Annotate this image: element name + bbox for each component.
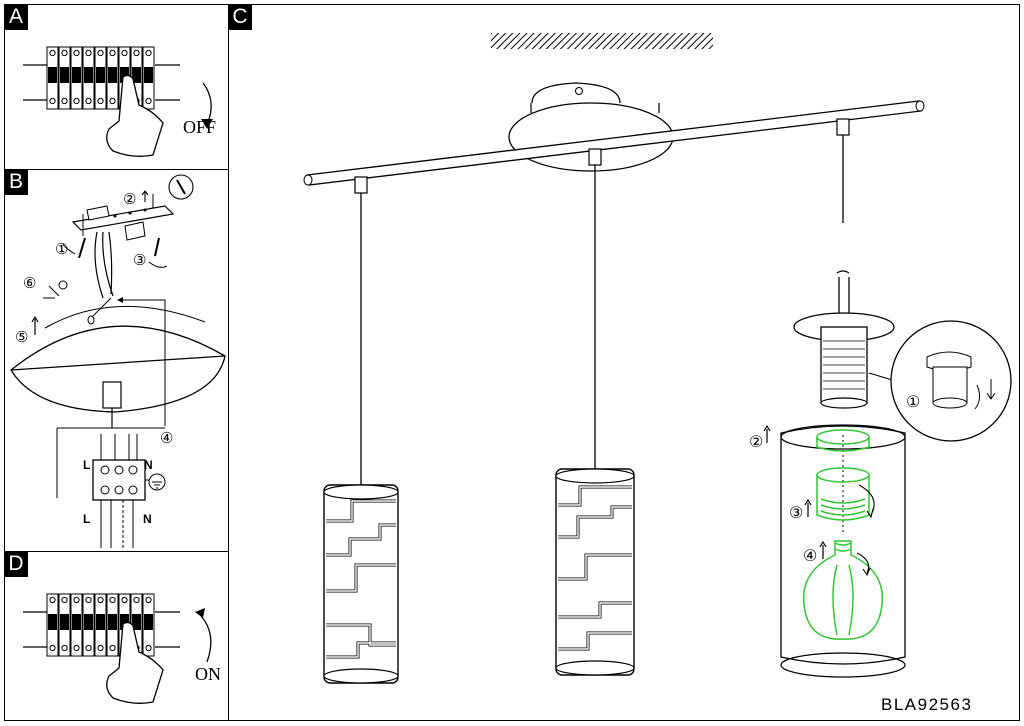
breaker-screw: [85, 49, 92, 57]
breaker-screw: [133, 49, 140, 57]
panel-a-letter: A: [4, 4, 28, 30]
hand-icon: [106, 74, 164, 157]
breaker-screw: [109, 97, 116, 105]
breaker-screw: [85, 644, 92, 652]
breaker-switch-off-illustration: [23, 46, 213, 157]
breaker-screw: [49, 596, 56, 604]
terminal-neutral-label-lower: N: [143, 512, 154, 526]
breaker-toggle: [120, 67, 129, 83]
breaker-toggle: [60, 67, 69, 83]
bulb-icon: [802, 540, 884, 640]
breaker-screw: [85, 596, 92, 604]
ground-icon: [145, 473, 166, 491]
breaker-screw: [61, 97, 68, 105]
breaker-toggle: [72, 614, 81, 630]
hand-icon: [106, 621, 164, 704]
breaker-panel: [46, 593, 155, 657]
model-code: BLA92563: [881, 695, 973, 714]
breaker-screw: [145, 596, 152, 604]
arrow-up-icon: [141, 190, 149, 202]
step-4-callout: ④: [803, 548, 818, 565]
breaker-toggle: [108, 67, 117, 83]
breaker-screw: [97, 49, 104, 57]
breaker-toggle: [144, 614, 153, 630]
breaker-toggle: [48, 67, 57, 83]
breaker-toggle: [84, 614, 93, 630]
breaker-screw: [49, 97, 56, 105]
glass-shade-middle: [555, 468, 635, 676]
panel-d-letter: D: [4, 551, 28, 577]
breaker-toggle: [144, 67, 153, 83]
panel-c: C: [228, 4, 1020, 721]
breaker-toggle: [48, 614, 57, 630]
step-5-label: ⑤: [15, 330, 29, 346]
breaker-screw: [97, 596, 104, 604]
breaker-screw: [145, 49, 152, 57]
breaker-screw: [73, 596, 80, 604]
terminal-neutral-label: N: [144, 458, 155, 472]
terminal-block: [92, 434, 146, 548]
off-caption: OFF: [183, 117, 217, 137]
breaker-toggle: [84, 67, 93, 83]
breaker-screw: [109, 49, 116, 57]
breaker-toggle: [108, 614, 117, 630]
arrow-down-icon: [201, 119, 213, 129]
breaker-toggle: [132, 614, 141, 630]
step-2-label: ②: [123, 192, 137, 208]
breaker-screw: [49, 644, 56, 652]
socket-detail-callout: [868, 320, 1012, 442]
mounting-bracket: [71, 205, 175, 231]
step-1-label: ①: [55, 242, 69, 258]
step-3-label: ③: [133, 253, 147, 269]
breaker-screw: [145, 644, 152, 652]
ceiling-hatch: [491, 33, 713, 49]
breaker-toggle: [120, 614, 129, 630]
breaker-screw: [109, 644, 116, 652]
step-1-callout: ①: [906, 394, 921, 411]
panel-d: D ON: [4, 551, 229, 721]
panel-c-letter: C: [228, 4, 252, 30]
breaker-toggle: [132, 67, 141, 83]
step-2-callout: ②: [749, 434, 764, 451]
mounting-bar: [303, 100, 925, 186]
breaker-screw: [49, 49, 56, 57]
breaker-screw: [121, 596, 128, 604]
breaker-screw: [121, 49, 128, 57]
breaker-screw: [61, 49, 68, 57]
terminal-live-label: L: [83, 458, 92, 472]
panel-b-letter: B: [4, 169, 28, 195]
ceiling-canopy: [10, 325, 226, 413]
breaker-screw: [73, 644, 80, 652]
breaker-screw: [61, 644, 68, 652]
step-3-callout: ③: [789, 505, 804, 522]
breaker-toggle: [96, 67, 105, 83]
green-ring-and-bulb: [802, 429, 884, 640]
terminal-live-label-lower: L: [83, 512, 92, 526]
breaker-screw: [73, 97, 80, 105]
breaker-screw: [85, 97, 92, 105]
breaker-screw: [97, 97, 104, 105]
glass-shade-left: [323, 484, 399, 684]
step-6-label: ⑥: [23, 276, 37, 292]
lamp-socket: [793, 312, 895, 409]
arrow-up-icon: [195, 608, 205, 618]
panel-b: B: [4, 169, 229, 552]
breaker-toggle: [72, 67, 81, 83]
mounting-and-wiring-illustration: [10, 174, 226, 548]
on-caption: ON: [195, 664, 221, 684]
breaker-toggle: [96, 614, 105, 630]
pendant-lamp-assembly-illustration: [303, 33, 1012, 684]
breaker-screw: [61, 596, 68, 604]
step-4-label: ④: [160, 431, 174, 447]
breaker-screw: [133, 596, 140, 604]
breaker-switch-on-illustration: [23, 593, 212, 704]
panel-a: A OFF: [4, 4, 229, 170]
breaker-screw: [97, 644, 104, 652]
breaker-toggle: [60, 614, 69, 630]
breaker-screw: [145, 97, 152, 105]
breaker-screw: [109, 596, 116, 604]
breaker-screw: [73, 49, 80, 57]
